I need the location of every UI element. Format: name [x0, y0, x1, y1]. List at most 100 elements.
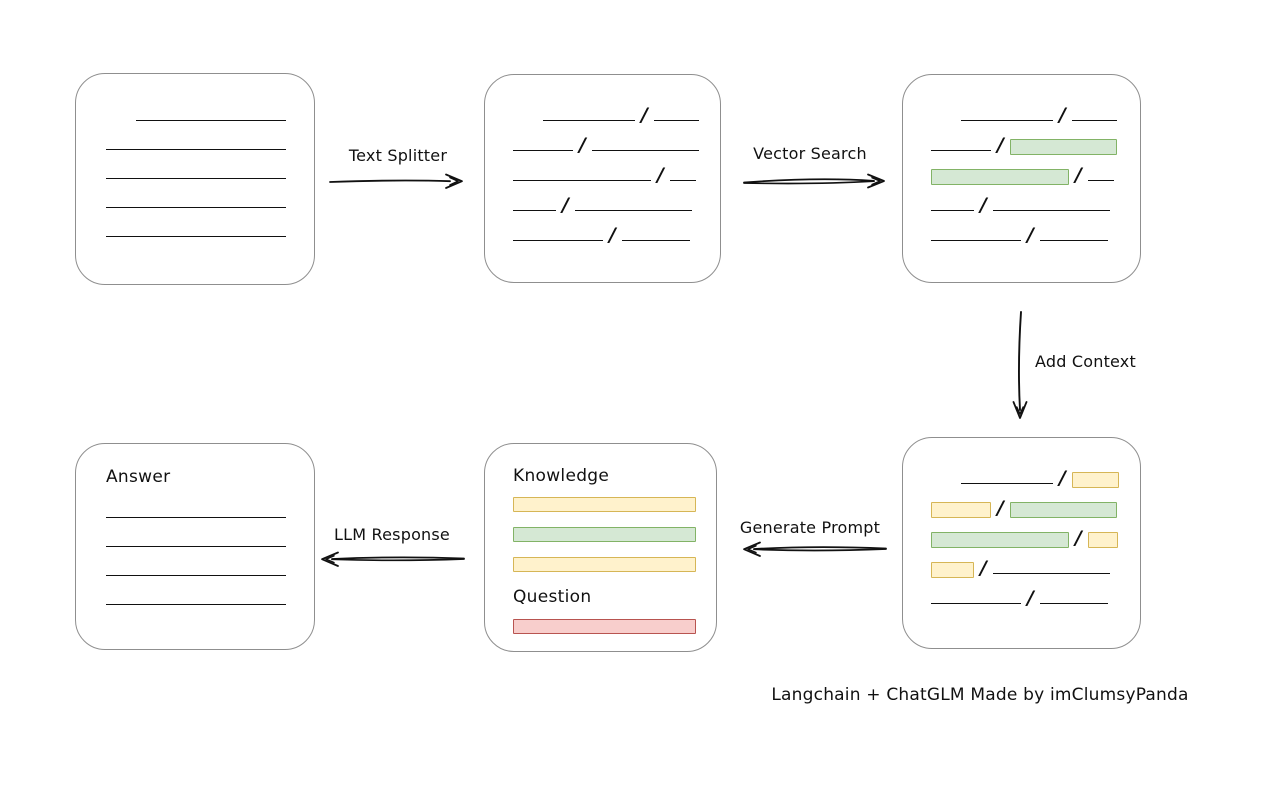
prompt-box: Knowledge Question [484, 443, 717, 652]
text-line [106, 207, 286, 208]
add-context-label: Add Context [1035, 352, 1136, 371]
text-line [621, 240, 690, 241]
text-line [106, 517, 286, 518]
text-line [106, 236, 286, 237]
text-line [106, 604, 286, 605]
text-splitter-label: Text Splitter [348, 146, 448, 165]
slash-separator: / [997, 134, 1004, 156]
chunk-row: / [931, 578, 1120, 608]
question-heading: Question [513, 587, 592, 607]
slash-separator: / [980, 194, 987, 216]
chunk-yellow-highlight [1071, 472, 1119, 488]
chunk-row: / [931, 458, 1120, 488]
slash-separator: / [609, 224, 616, 246]
slash-separator: / [1059, 104, 1066, 126]
chunk-row: / [931, 215, 1120, 245]
chunk-yellow-highlight [931, 502, 991, 518]
generate-prompt-arrow [743, 541, 887, 557]
text-line [931, 603, 1021, 604]
vector-search-arrow [743, 173, 885, 189]
chunk-row: / [931, 125, 1120, 155]
green-bar [513, 527, 696, 542]
slash-separator: / [657, 164, 664, 186]
question-bars [513, 619, 696, 634]
red-bar [513, 619, 696, 634]
vector-search-label: Vector Search [753, 144, 867, 163]
text-line [931, 210, 974, 211]
chunk-row: / [931, 95, 1120, 125]
answer-box: Answer [75, 443, 315, 650]
llm-response-label: LLM Response [334, 525, 450, 544]
chunk-green-highlight [1009, 502, 1117, 518]
chunk-row: / [931, 155, 1120, 185]
split-chunks-box: / / / / / [484, 74, 721, 283]
text-line [574, 210, 692, 211]
text-line [653, 120, 699, 121]
slash-separator: / [1027, 587, 1034, 609]
chunk-row: / [513, 155, 700, 185]
diagram-caption: Langchain + ChatGLM Made by imClumsyPand… [771, 685, 1189, 705]
slash-separator: / [579, 134, 586, 156]
slash-separator: / [1075, 527, 1082, 549]
chunk-row: / [931, 518, 1120, 548]
chunk-yellow-highlight [1087, 532, 1118, 548]
yellow-bar [513, 557, 696, 572]
text-line [591, 150, 699, 151]
slash-separator: / [997, 497, 1004, 519]
generate-prompt-label: Generate Prompt [739, 518, 881, 537]
add-context-arrow [1012, 311, 1028, 419]
chunk-green-highlight [1009, 139, 1117, 155]
chunk-row: / [513, 185, 700, 215]
slash-separator: / [641, 104, 648, 126]
document-box [75, 73, 315, 285]
text-line [669, 180, 696, 181]
text-line [106, 178, 286, 179]
text-line [1039, 240, 1108, 241]
slash-separator: / [1075, 164, 1082, 186]
text-line [513, 150, 573, 151]
document-lines [76, 74, 314, 237]
slash-separator: / [980, 557, 987, 579]
context-chunks-box: / / / / / [902, 437, 1141, 649]
text-line [992, 210, 1110, 211]
chunk-row: / [931, 548, 1120, 578]
text-line [1071, 120, 1117, 121]
text-line [106, 575, 286, 576]
text-line [961, 120, 1053, 121]
answer-lines [106, 517, 286, 605]
text-line [992, 573, 1110, 574]
slash-separator: / [1059, 467, 1066, 489]
text-line [1039, 603, 1108, 604]
text-line [106, 546, 286, 547]
llm-response-arrow [321, 551, 465, 567]
text-line [931, 240, 1021, 241]
matched-chunk-rows: / / / / / [903, 75, 1140, 245]
knowledge-heading: Knowledge [513, 466, 610, 486]
chunk-yellow-highlight [931, 562, 974, 578]
slash-separator: / [1027, 224, 1034, 246]
text-line [961, 483, 1053, 484]
chunk-row: / [931, 185, 1120, 215]
context-chunk-rows: / / / / / [903, 438, 1140, 608]
chunk-row: / [513, 125, 700, 155]
text-line [106, 149, 286, 150]
text-line [543, 120, 635, 121]
chunk-row: / [513, 215, 700, 245]
text-splitter-arrow [329, 173, 463, 189]
chunk-row: / [513, 95, 700, 125]
text-line [136, 120, 286, 121]
chunk-green-highlight [931, 532, 1069, 548]
text-line [513, 240, 603, 241]
answer-heading: Answer [106, 467, 171, 487]
split-chunk-rows: / / / / / [485, 75, 720, 245]
text-line [1087, 180, 1114, 181]
yellow-bar [513, 497, 696, 512]
knowledge-bars [513, 497, 696, 572]
chunk-green-highlight [931, 169, 1069, 185]
slash-separator: / [562, 194, 569, 216]
text-line [513, 210, 556, 211]
chunk-row: / [931, 488, 1120, 518]
text-line [513, 180, 651, 181]
text-line [931, 150, 991, 151]
